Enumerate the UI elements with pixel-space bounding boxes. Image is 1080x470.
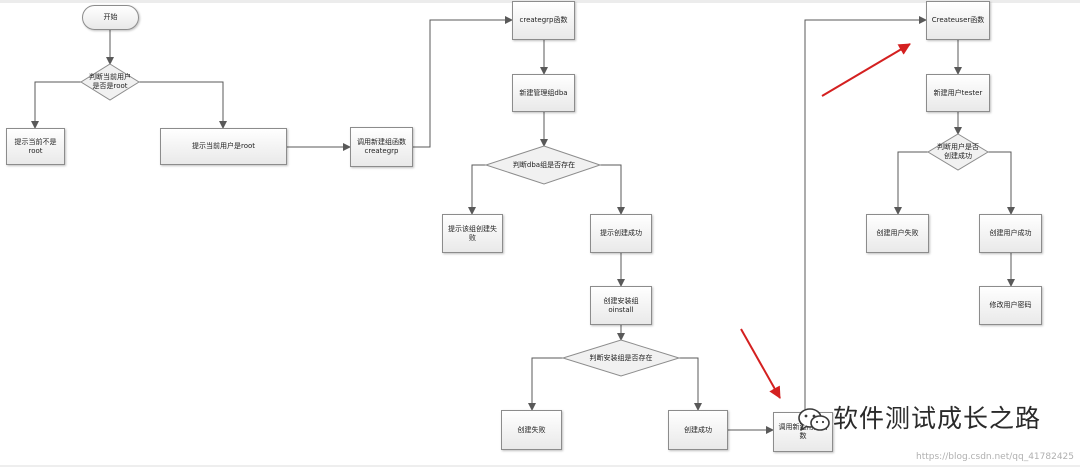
call-creategrp-node[interactable]: 调用新建组函数 creategrp: [350, 127, 413, 167]
watermark-url: https://blog.csdn.net/qq_41782425: [916, 452, 1075, 462]
root-check-label: 判断当前用户 是否是root: [89, 73, 131, 90]
decision-diamond-user: [927, 133, 989, 171]
not-root-node[interactable]: 提示当前不是root: [6, 128, 65, 165]
group-create-fail-node[interactable]: 提示该组创建失败: [442, 214, 503, 253]
create-fail-node[interactable]: 创建失败: [501, 410, 562, 450]
user-check-label: 判断用户是否 创建成功: [937, 143, 979, 160]
dba-check-label: 判断dba组是否存在: [512, 161, 576, 169]
edge-user-check-ok: [988, 151, 1015, 215]
createuser-func-node[interactable]: Createuser函数: [926, 1, 990, 40]
watermark-text: 软件测试成长之路: [833, 404, 1042, 433]
group-create-success-node[interactable]: 提示创建成功: [590, 214, 652, 253]
creategrp-func-node[interactable]: creategrp函数: [512, 1, 575, 40]
decision-diamond-install: [561, 339, 681, 377]
edge-user-check-fail: [894, 151, 928, 215]
new-dba-node[interactable]: 新建管理组dba: [512, 74, 575, 112]
edge-root-check-no: [31, 81, 81, 129]
edge-root-check-yes: [139, 81, 227, 129]
user-create-fail-node[interactable]: 创建用户失败: [866, 214, 929, 253]
decision-diamond-dba: [484, 145, 602, 185]
install-check-label: 判断安装组是否存在: [589, 354, 653, 362]
new-user-tester-node[interactable]: 新建用户tester: [926, 74, 990, 112]
create-oinstall-node[interactable]: 创建安装组oinstall: [590, 286, 652, 325]
start-node[interactable]: 开始: [82, 5, 139, 30]
change-password-node[interactable]: 修改用户密码: [979, 286, 1042, 325]
is-root-node[interactable]: 提示当前用户是root: [160, 128, 287, 165]
red-arrow-top-icon: [821, 43, 911, 97]
edge-call-to-createuser-func: [804, 16, 927, 412]
wechat-icon: [798, 408, 830, 431]
edge-install-check-fail: [528, 357, 563, 411]
user-create-success-node[interactable]: 创建用户成功: [979, 214, 1042, 253]
red-arrow-bottom-icon: [740, 328, 781, 399]
create-success-node[interactable]: 创建成功: [668, 410, 728, 450]
edge-dba-check-fail: [468, 164, 486, 215]
start-label: 开始: [103, 13, 118, 21]
decision-diamond-root: [80, 63, 140, 101]
edge-dba-check-ok: [600, 164, 625, 215]
edge-call-to-creategrp-func: [413, 16, 513, 148]
edge-install-check-ok: [679, 357, 702, 411]
